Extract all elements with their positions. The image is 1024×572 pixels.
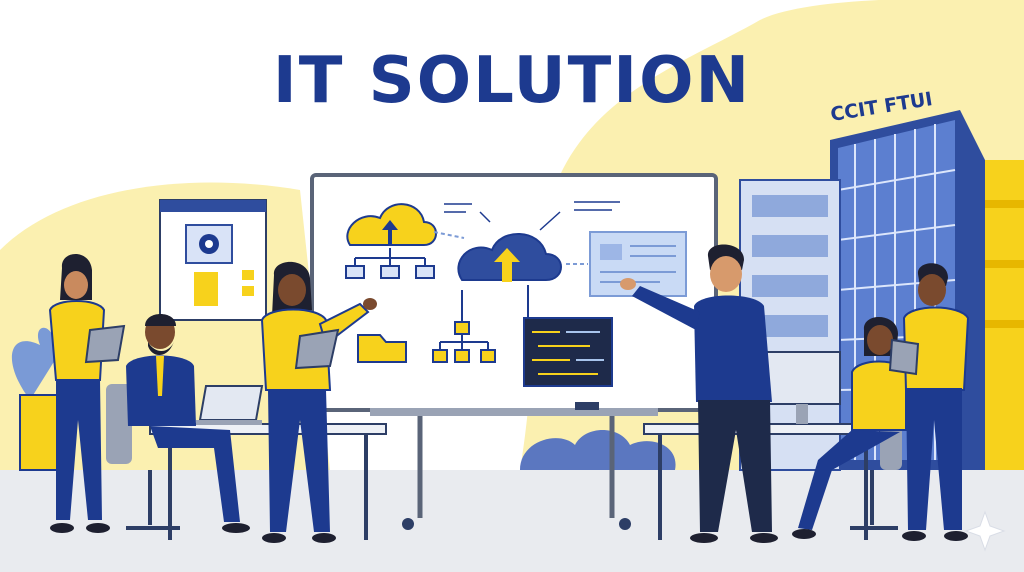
network-icon (345, 248, 435, 279)
person-man-pointing (620, 244, 778, 543)
desktop-monitor (765, 351, 841, 424)
person-man-tablet-right (888, 263, 970, 541)
sparkle-icon (964, 510, 1006, 552)
terminal-icon (523, 317, 613, 387)
whiteboard (310, 173, 718, 530)
wall-poster (159, 199, 267, 321)
laptop (196, 385, 264, 425)
person-woman-tablet-left (48, 254, 126, 533)
person-woman-presenting (260, 261, 377, 543)
cloud-upload-icon (457, 233, 562, 282)
office-chair-left (106, 384, 180, 530)
bushes (520, 430, 676, 470)
cloud-upload-icon (346, 203, 437, 246)
person-woman-seated-right (792, 316, 907, 539)
browser-window-icon (589, 231, 687, 297)
desk-left (149, 423, 387, 540)
headline-title: IT SOLUTION (272, 44, 752, 118)
person-man-seated-laptop (126, 314, 250, 533)
folder-icon (357, 334, 407, 363)
